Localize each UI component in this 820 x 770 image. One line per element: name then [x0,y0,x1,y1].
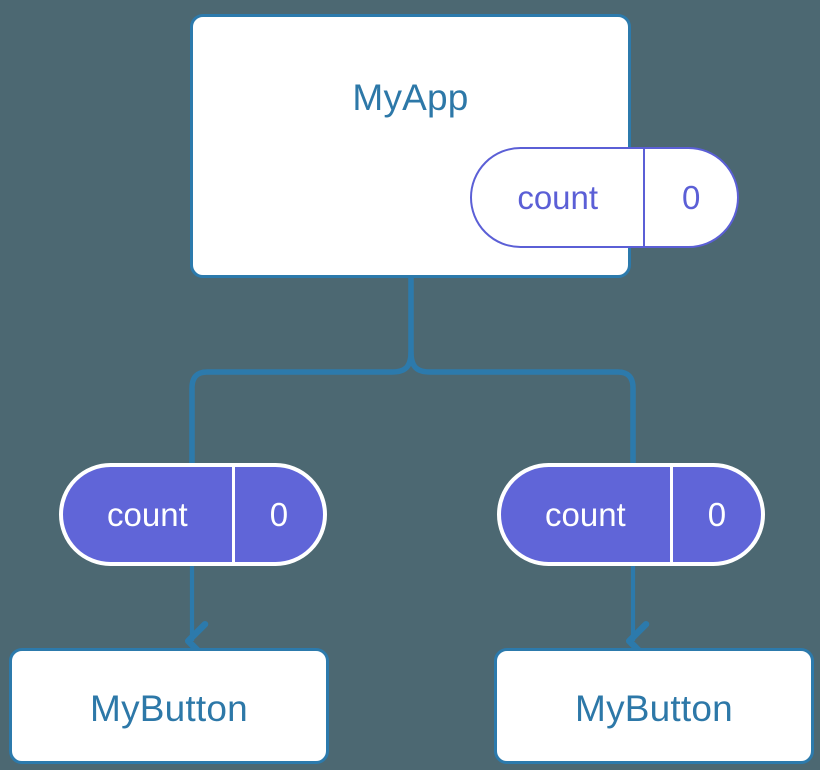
component-box-myapp[interactable]: MyApp count 0 [190,14,739,278]
state-key-label: count [501,467,673,562]
state-value-label: 0 [269,496,289,533]
state-value-label: 0 [707,496,727,533]
component-title-mybutton: MyButton [90,688,248,729]
fork-right-arm [408,351,636,463]
state-pill-child-left[interactable]: count 0 [59,463,327,566]
component-box-mybutton-right[interactable]: MyButton [494,648,814,764]
state-pill-myapp[interactable]: count 0 [470,147,739,248]
component-box-mybutton-left[interactable]: MyButton [9,648,329,764]
fork-left-arm [189,351,414,463]
state-pill-child-right[interactable]: count 0 [497,463,765,566]
state-key-label: count [63,467,235,562]
component-title-mybutton: MyButton [575,688,733,729]
component-title-myapp: MyApp [352,77,469,118]
state-value-label: 0 [682,179,701,216]
state-key-label: count [472,149,646,246]
